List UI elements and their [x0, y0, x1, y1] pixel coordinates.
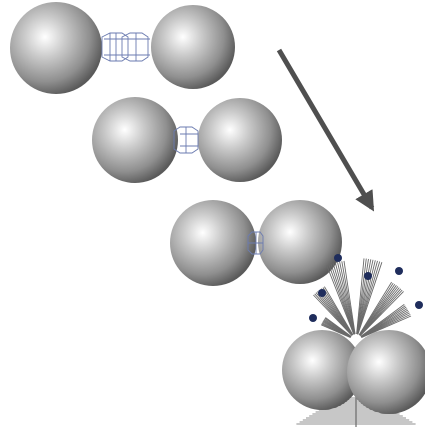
stage-1-separated: [10, 2, 235, 94]
ejecta-fragment: [318, 289, 326, 297]
ejecta-fragment: [395, 267, 403, 275]
ejecta-ray: [356, 258, 383, 335]
ejecta-fragment: [364, 272, 372, 280]
sphere: [151, 5, 235, 89]
stage-2-approaching: [92, 97, 282, 183]
sphere: [92, 97, 178, 183]
molecular-linker: [101, 32, 150, 62]
ejecta-fragment: [309, 314, 317, 322]
ejecta-ray: [313, 286, 354, 336]
stage-4-collision: [282, 254, 425, 427]
sphere: [10, 2, 102, 94]
ejecta-fragment: [334, 254, 342, 262]
ejecta-fragment: [415, 301, 423, 309]
progression-arrow: [276, 48, 375, 212]
stage-3-near-contact: [170, 200, 342, 286]
ejecta-ray: [358, 281, 404, 337]
ejecta-ray: [360, 304, 412, 339]
sphere: [258, 200, 342, 284]
molecular-linker: [247, 231, 264, 255]
sphere: [170, 200, 256, 286]
ejecta-rays: [313, 258, 412, 339]
ejecta-ray: [321, 317, 352, 339]
sphere: [282, 330, 362, 410]
ejecta-fragments: [309, 254, 423, 322]
sphere: [198, 98, 282, 182]
ejecta-ray: [326, 260, 356, 335]
molecular-linker: [173, 126, 199, 154]
sphere: [347, 330, 425, 414]
